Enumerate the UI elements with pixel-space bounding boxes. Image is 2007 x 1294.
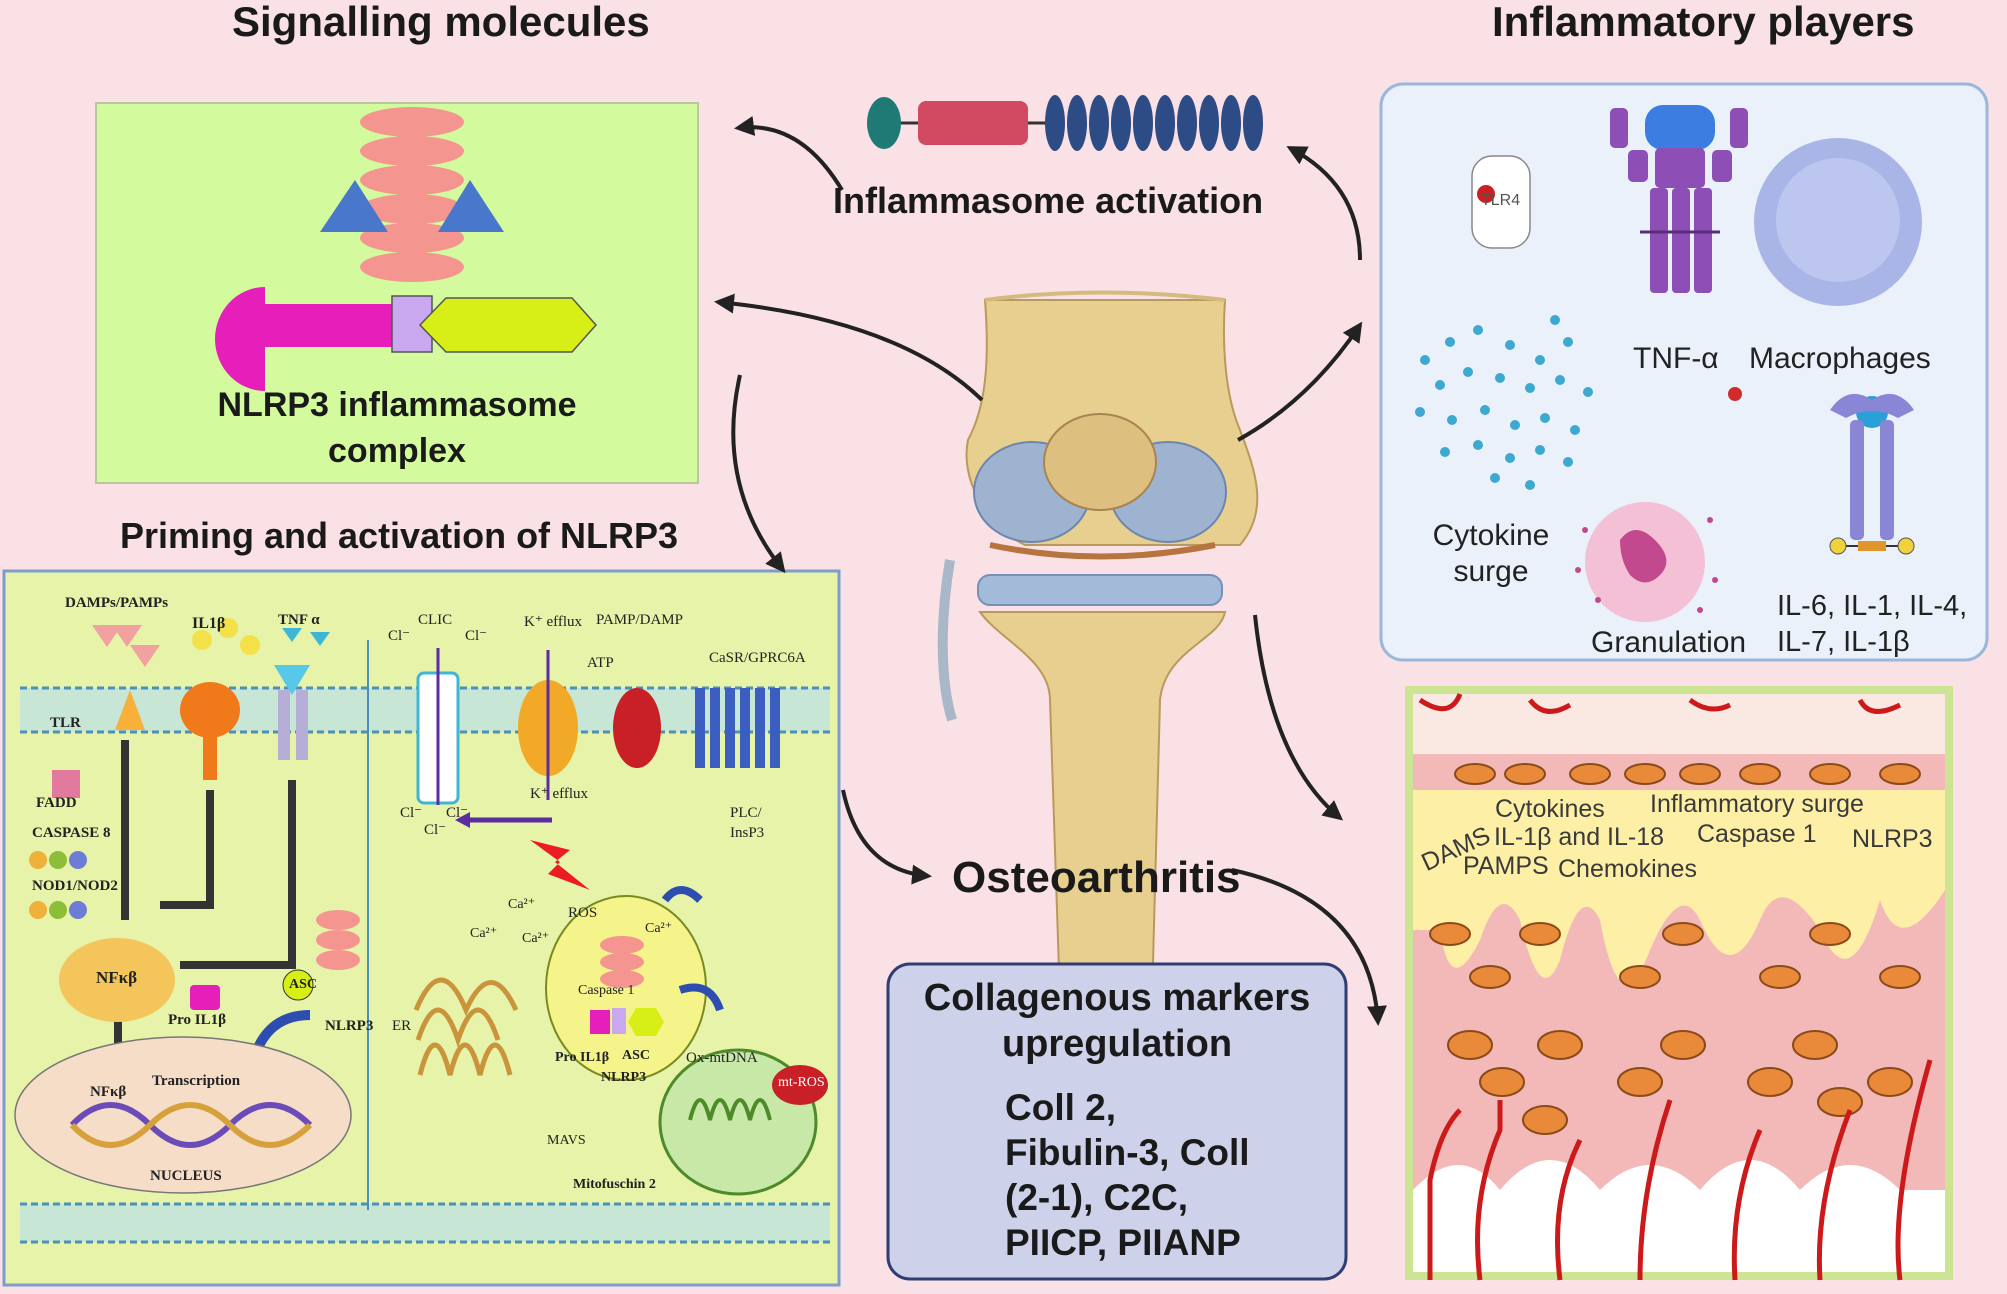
cartilage-chemokines: Chemokines xyxy=(1558,855,1697,883)
arrow-to-signalling xyxy=(734,116,844,192)
nfkb-label: NFκβ xyxy=(96,968,138,987)
nlrp3-label: NLRP3 xyxy=(601,1070,647,1085)
granulation-label: Granulation xyxy=(1591,626,1747,659)
ros-label: ROS xyxy=(568,905,598,921)
arrow-to-cartilage xyxy=(1253,614,1344,821)
arrow-to-priming xyxy=(731,374,786,574)
er-label: ER xyxy=(392,1018,412,1034)
collagen-markers-panel xyxy=(886,962,1348,1281)
collagen-marker: Fibulin-3, Coll xyxy=(1005,1132,1250,1173)
nlrp3-complex-label: NLRP3 inflammasome complex xyxy=(96,382,698,474)
knee-joint-illustration xyxy=(937,290,1259,1181)
tnf-receptor-icon xyxy=(1610,105,1748,293)
tnfa-label: TNF α xyxy=(278,612,320,628)
insp3-label: InsP3 xyxy=(730,825,765,841)
pro-il1b-label: Pro IL1β xyxy=(555,1050,610,1065)
pro-il1b-label: Pro IL1β xyxy=(168,1012,227,1028)
mavs-label: MAVS xyxy=(547,1133,586,1148)
collagen-title: Collagenous markers upregulation xyxy=(888,975,1346,1067)
priming-heading: Priming and activation of NLRP3 xyxy=(120,515,679,556)
arrow-knee-to-complex xyxy=(714,293,984,402)
il-line1: IL-6, IL-1, IL-4, xyxy=(1777,590,1968,622)
k-efflux-label: K⁺ efflux xyxy=(530,786,589,802)
caspase8-label: CASPASE 8 xyxy=(32,825,111,841)
cl-label: Cl⁻ xyxy=(400,805,423,821)
arrow-to-inflammasome xyxy=(1286,146,1362,261)
atp-label: ATP xyxy=(587,655,614,671)
mt-ros-label: mt-ROS xyxy=(778,1075,825,1090)
nlrp3-complex-line1: NLRP3 inflammasome xyxy=(217,386,577,424)
arrow-to-players xyxy=(1237,321,1363,442)
nlrp3-complex-line2: complex xyxy=(328,432,466,470)
inflammasome-protein-icon xyxy=(867,95,1263,151)
nucleus-icon xyxy=(14,1036,352,1194)
cytokine-surge-label: Cytokine surge xyxy=(1430,518,1552,590)
collagen-marker: Coll 2, xyxy=(1005,1087,1117,1128)
damps-pamps-label: DAMPs/PAMPs xyxy=(65,595,169,611)
collagen-marker: (2-1), C2C, xyxy=(1005,1177,1188,1218)
signalling-heading: Signalling molecules xyxy=(232,0,650,45)
caspase1-label: Caspase 1 xyxy=(578,983,635,998)
osteoarthritis-heading: Osteoarthritis xyxy=(952,853,1241,902)
arrow-oa-to-cartilage xyxy=(1231,868,1387,1026)
collagen-title-line2: upregulation xyxy=(1001,1023,1233,1065)
nlrp3-complex-icon xyxy=(215,107,598,391)
tlr4-label: TLR4 xyxy=(1481,192,1521,209)
inflammatory-players-heading: Inflammatory players xyxy=(1492,0,1915,45)
cl-label: Cl⁻ xyxy=(388,628,411,644)
k-efflux-label: K⁺ efflux xyxy=(524,614,583,630)
ca-label: Ca²⁺ xyxy=(645,921,673,936)
collagen-title-line1: Collagenous markers xyxy=(923,977,1311,1019)
ox-mtdna-label: Ox-mtDNA xyxy=(686,1050,758,1066)
collagen-marker: PIICP, PIIANP xyxy=(1005,1222,1241,1263)
cartilage-inflammatory-surge: Inflammatory surge xyxy=(1650,790,1864,818)
cartilage-il: IL-1β and IL-18 xyxy=(1494,823,1665,851)
plc-label: PLC/ xyxy=(730,805,762,821)
ca-label: Ca²⁺ xyxy=(470,926,498,941)
il1b-label: IL1β xyxy=(192,615,226,632)
ca-label: Ca²⁺ xyxy=(508,897,536,912)
cartilage-cytokines: Cytokines xyxy=(1495,795,1605,823)
nucleus-label: NUCLEUS xyxy=(150,1168,222,1184)
cytokine-dots-icon xyxy=(1415,315,1593,490)
nlrp3-label: NLRP3 xyxy=(325,1018,374,1034)
pamp-damp-label: PAMP/DAMP xyxy=(596,612,683,628)
cartilage-pamps: PAMPS xyxy=(1463,852,1549,880)
asc-label: ASC xyxy=(622,1048,651,1063)
macrophages-label: Macrophages xyxy=(1749,342,1931,375)
transcription-label: Transcription xyxy=(152,1073,241,1089)
tnf-label: TNF-α xyxy=(1633,342,1719,375)
nod-label: NOD1/NOD2 xyxy=(32,878,118,894)
casr-label: CaSR/GPRC6A xyxy=(709,650,806,666)
granulocyte-icon xyxy=(1575,502,1718,622)
fadd-label: FADD xyxy=(36,795,77,811)
asc-label: ASC xyxy=(289,977,318,992)
ca-label: Ca²⁺ xyxy=(522,931,550,946)
collagen-markers-list: Coll 2, Fibulin-3, Coll (2-1), C2C, PIIC… xyxy=(1005,1085,1250,1265)
il-line2: IL-7, IL-1β xyxy=(1777,626,1910,658)
tlr-label: TLR xyxy=(50,715,81,731)
mitofuschin-label: Mitofuschin 2 xyxy=(573,1177,656,1192)
clic-label: CLIC xyxy=(418,612,453,628)
tlr4-icon xyxy=(1471,155,1531,249)
cl-label: Cl⁻ xyxy=(424,822,447,838)
cartilage-caspase: Caspase 1 xyxy=(1697,820,1817,848)
inflammasome-activation-heading: Inflammasome activation xyxy=(833,180,1264,221)
interleukins-label: IL-6, IL-1, IL-4, IL-7, IL-1β xyxy=(1777,588,1967,660)
cl-label: Cl⁻ xyxy=(446,805,469,821)
cell-membrane-bottom xyxy=(20,1202,830,1244)
cytokine-line1: Cytokine xyxy=(1432,519,1550,552)
cl-label: Cl⁻ xyxy=(465,628,488,644)
cytokine-line2: surge xyxy=(1453,555,1529,588)
cartilage-nlrp3: NLRP3 xyxy=(1852,825,1933,853)
arrow-to-osteoarthritis xyxy=(841,789,932,885)
interleukin-receptor-icon xyxy=(1829,393,1915,555)
nfkb-nucleus-label: NFκβ xyxy=(90,1084,127,1100)
